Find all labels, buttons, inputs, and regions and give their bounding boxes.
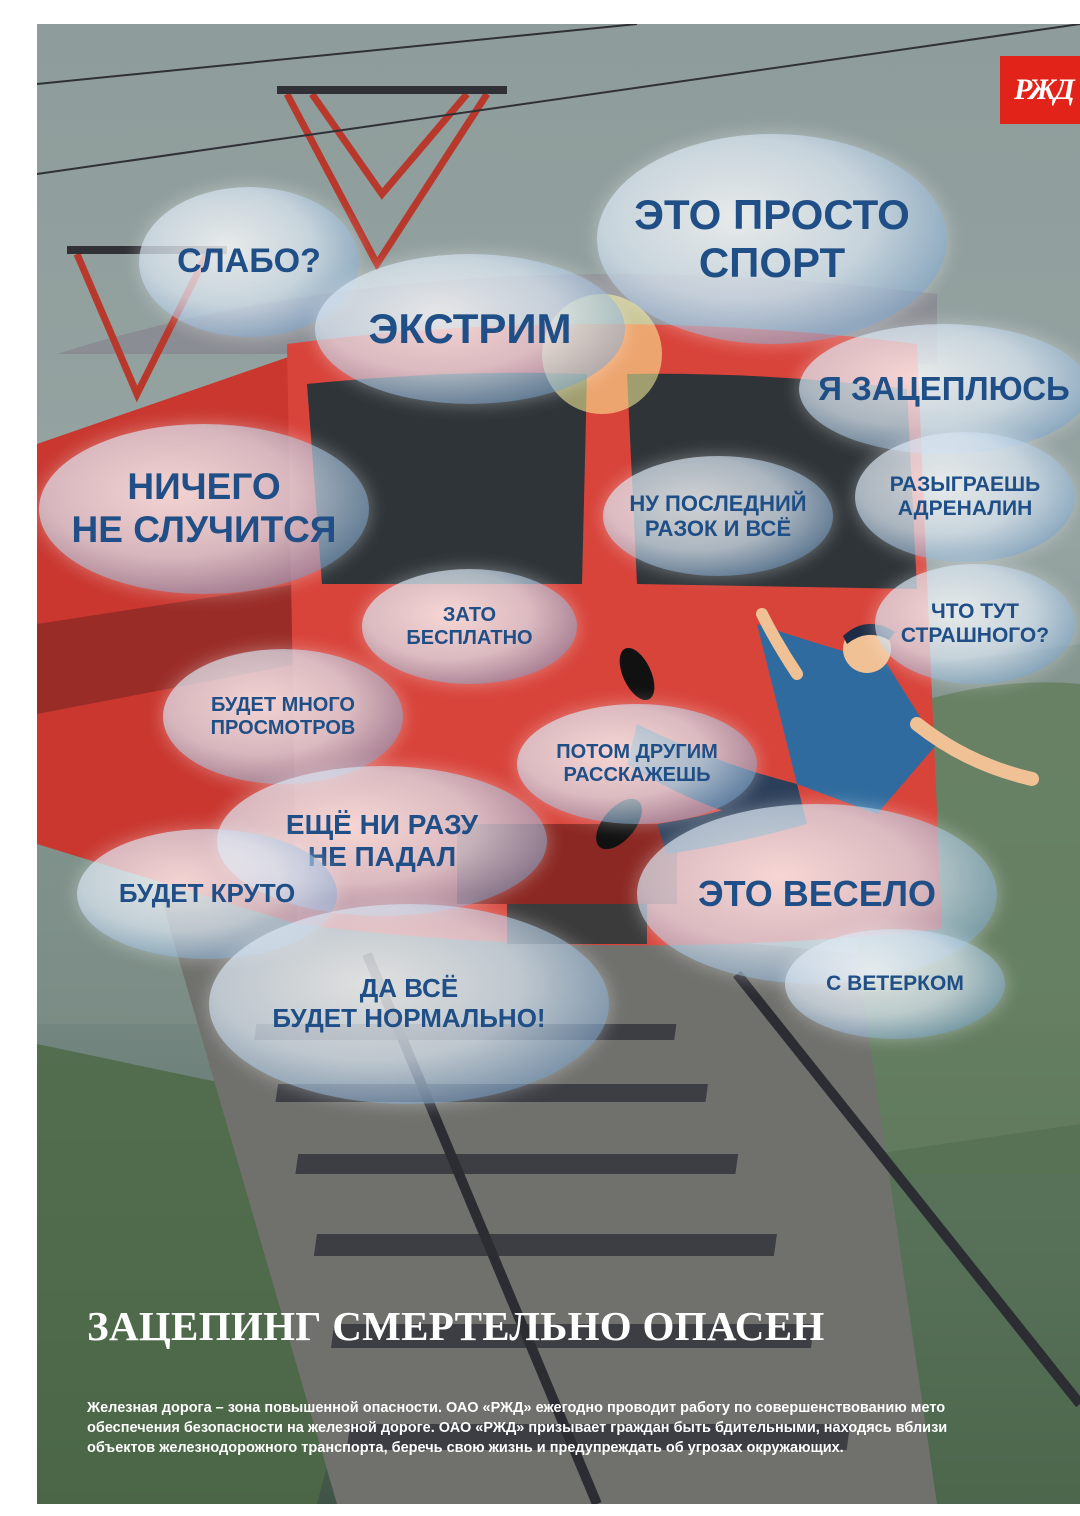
- thought-cloud: ДА ВСЁ БУДЕТ НОРМАЛЬНО!: [209, 904, 609, 1104]
- thought-cloud: С ВЕТЕРКОМ: [785, 929, 1005, 1039]
- poster: РЖД СЛАБО? ЭТО ПРОСТО СПОРТ ЭКСТРИМ Я ЗА…: [37, 24, 1080, 1504]
- poster-body-text: Железная дорога – зона повышенной опасно…: [87, 1398, 1080, 1458]
- thought-cloud: БУДЕТ МНОГО ПРОСМОТРОВ: [163, 649, 403, 784]
- thought-cloud: ЗАТО БЕСПЛАТНО: [362, 569, 577, 684]
- thought-cloud: ПОТОМ ДРУГИМ РАССКАЖЕШЬ: [517, 704, 757, 824]
- thought-cloud: ЧТО ТУТ СТРАШНОГО?: [875, 564, 1075, 684]
- body-line: обеспечения безопасности на железной дор…: [87, 1420, 948, 1436]
- rail-right: [733, 970, 1080, 1408]
- overhead-wires: [37, 24, 1080, 175]
- train-side-stripe: [37, 584, 297, 714]
- body-line: Железная дорога – зона повышенной опасно…: [87, 1400, 946, 1416]
- windshield-left: [307, 372, 587, 584]
- rzd-logo: РЖД: [1000, 56, 1080, 124]
- thought-cloud: СЛАБО?: [139, 187, 359, 337]
- thought-cloud: ЭТО ПРОСТО СПОРТ: [597, 134, 947, 344]
- poster-headline: ЗАЦЕПИНГ СМЕРТЕЛЬНО ОПАСЕН: [87, 1303, 825, 1349]
- thought-cloud: Я ЗАЦЕПЛЮСЬ: [799, 324, 1080, 454]
- thought-cloud: НУ ПОСЛЕДНИЙ РАЗОК И ВСЁ: [603, 456, 833, 576]
- thought-cloud: ЭКСТРИМ: [315, 254, 625, 404]
- thought-cloud: НИЧЕГО НЕ СЛУЧИТСЯ: [39, 424, 369, 594]
- body-line: объектов железнодорожного транспорта, бе…: [87, 1440, 844, 1456]
- thought-cloud: РАЗЫГРАЕШЬ АДРЕНАЛИН: [855, 432, 1075, 562]
